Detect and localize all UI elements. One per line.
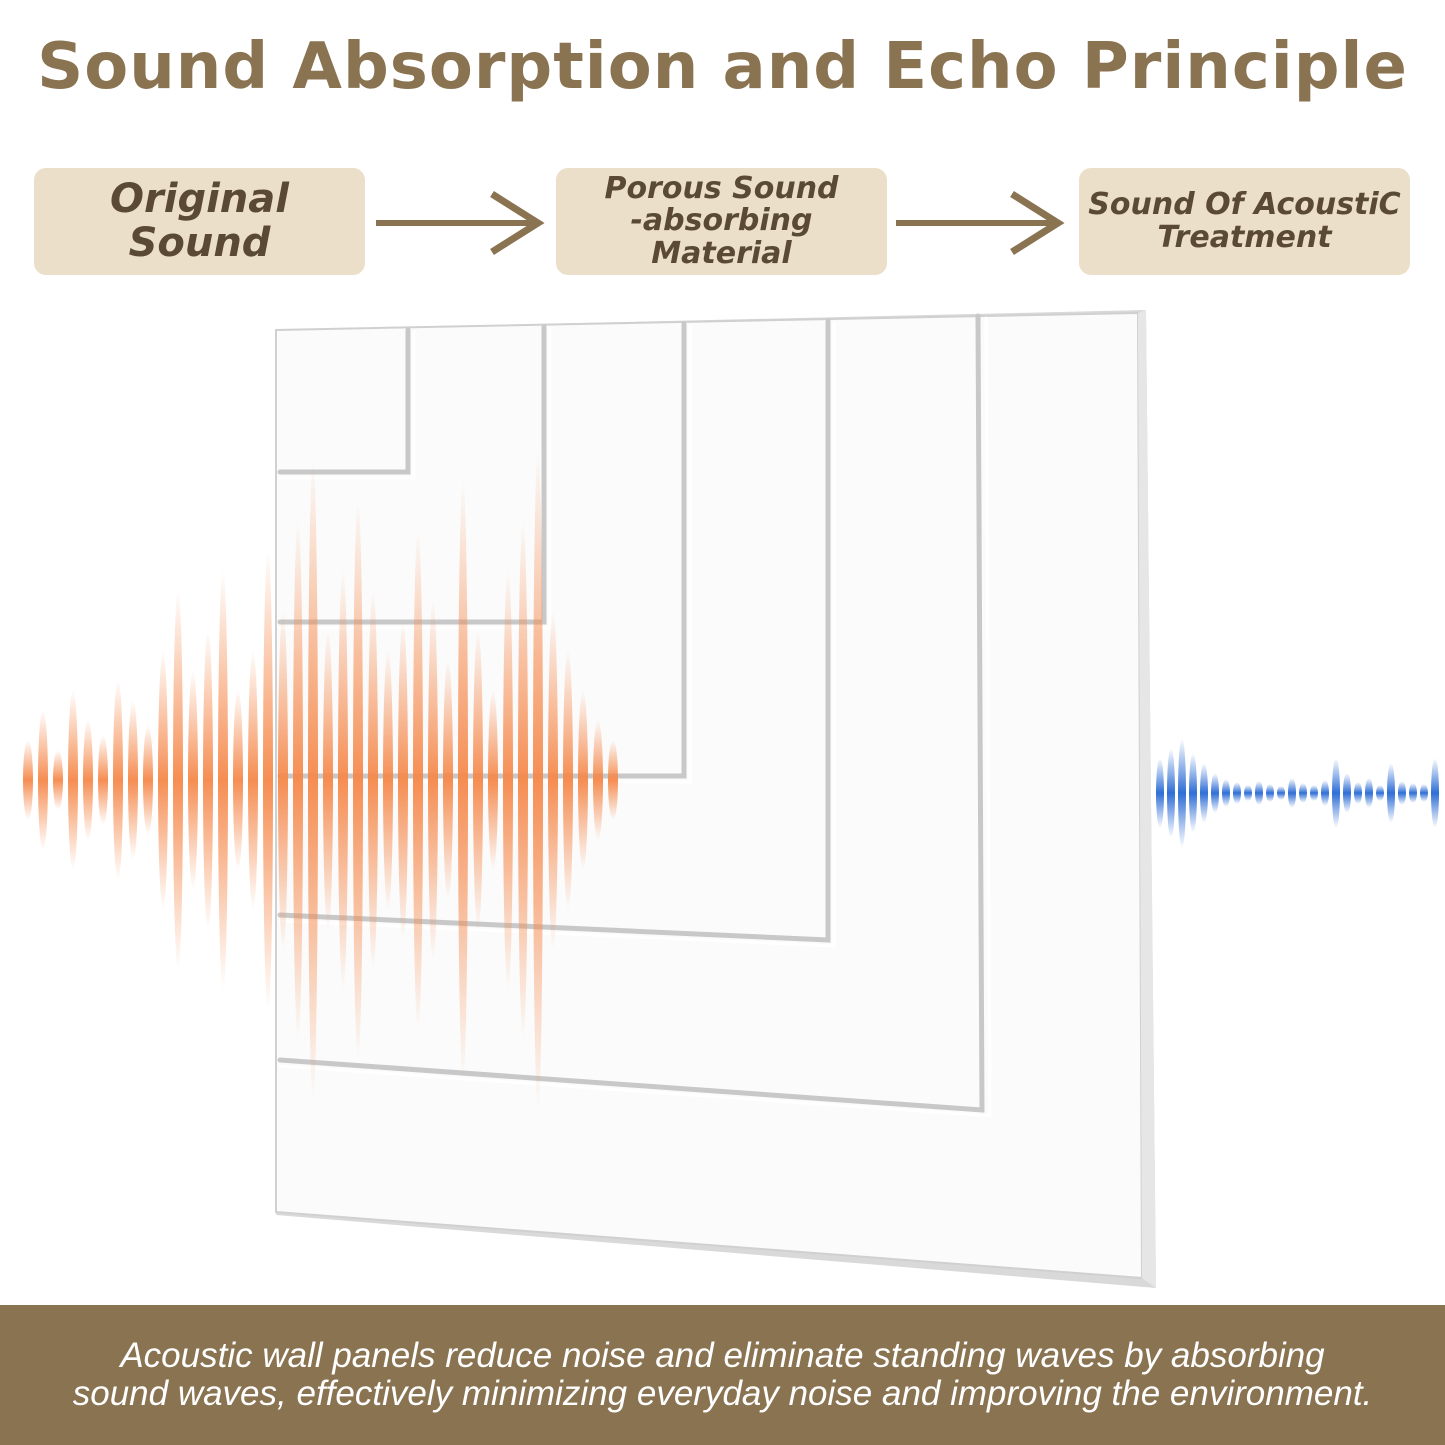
- step-porous-material: Porous Sound -absorbing Material: [556, 168, 887, 275]
- wave-bar: [413, 530, 423, 1030]
- wave-bar: [1266, 784, 1274, 802]
- wave-bar: [1299, 783, 1307, 803]
- arrow-right-icon: [896, 191, 1065, 255]
- page-title: Sound Absorption and Echo Principle: [37, 30, 1408, 104]
- wave-bar: [38, 710, 48, 850]
- wave-bar: [1200, 763, 1208, 823]
- wave-bar: [578, 690, 588, 870]
- wave-bar: [293, 520, 303, 1040]
- wave-bar: [68, 690, 78, 870]
- wave-bar: [1420, 784, 1428, 802]
- wave-bar: [1365, 778, 1373, 808]
- wave-bar: [1277, 786, 1285, 800]
- wave-bar: [473, 630, 483, 930]
- wave-bar: [428, 600, 438, 960]
- treated-sound-wave: [1156, 738, 1439, 848]
- wave-bar: [1211, 773, 1219, 813]
- wave-bar: [1178, 738, 1186, 848]
- wave-bar: [1431, 758, 1439, 828]
- wave-bar: [1156, 758, 1164, 828]
- arrow-right-icon: [376, 191, 545, 255]
- wave-bar: [593, 720, 603, 840]
- wave-bar: [1409, 783, 1417, 803]
- wave-bar: [53, 750, 63, 810]
- step-label: Original Sound: [110, 176, 289, 266]
- wave-bar: [113, 680, 123, 880]
- wave-bar: [83, 720, 93, 840]
- wave-bar: [398, 620, 408, 940]
- wave-bar: [1255, 781, 1263, 805]
- wave-bar: [518, 520, 528, 1040]
- wave-bar: [368, 590, 378, 970]
- wave-bar: [188, 670, 198, 890]
- acoustic-panel: [275, 310, 1156, 1288]
- wave-bar: [1233, 782, 1241, 804]
- wave-bar: [1288, 778, 1296, 808]
- wave-bar: [23, 740, 33, 820]
- wave-bar: [533, 450, 543, 1110]
- original-sound-wave: [23, 450, 618, 1110]
- wave-bar: [218, 570, 228, 990]
- wave-bar: [338, 570, 348, 990]
- wave-bar: [128, 700, 138, 860]
- wave-bar: [548, 610, 558, 950]
- wave-bar: [1343, 773, 1351, 813]
- wave-bar: [1332, 758, 1340, 828]
- wave-bar: [143, 725, 153, 835]
- step-label: Porous Sound -absorbing Material: [604, 170, 839, 271]
- wave-bar: [248, 650, 258, 910]
- wave-bar: [443, 660, 453, 900]
- wave-bar: [1398, 781, 1406, 805]
- wave-bar: [263, 550, 273, 1010]
- step-label: Sound Of AcoustiC Treatment: [1088, 187, 1401, 255]
- wave-bar: [1222, 779, 1230, 807]
- wave-bar: [488, 690, 498, 870]
- wave-bar: [1376, 785, 1384, 801]
- wave-bar: [458, 480, 468, 1080]
- wave-bar: [1189, 753, 1197, 833]
- wave-bar: [173, 590, 183, 970]
- wave-bar: [323, 630, 333, 930]
- wave-bar: [278, 610, 288, 950]
- wave-bar: [98, 735, 108, 825]
- wave-bar: [1167, 748, 1175, 838]
- wave-bar: [233, 690, 243, 870]
- wave-bar: [1387, 763, 1395, 823]
- wave-bar: [503, 570, 513, 990]
- wave-bar: [158, 650, 168, 910]
- footer-banner: Acoustic wall panels reduce noise and el…: [0, 1305, 1445, 1445]
- wave-bar: [353, 500, 363, 1060]
- wave-bar: [383, 650, 393, 910]
- wave-bar: [563, 650, 573, 910]
- wave-bar: [1310, 785, 1318, 801]
- acoustic-panel-illustration: [23, 310, 1439, 1288]
- wave-bar: [1354, 782, 1362, 804]
- step-original-sound: Original Sound: [34, 168, 365, 275]
- step-acoustic-treatment: Sound Of AcoustiC Treatment: [1079, 168, 1410, 275]
- wave-bar: [1321, 780, 1329, 806]
- footer-text: Acoustic wall panels reduce noise and el…: [72, 1335, 1373, 1413]
- wave-bar: [308, 460, 318, 1100]
- wave-bar: [1244, 785, 1252, 801]
- wave-bar: [203, 630, 213, 930]
- wave-bar: [608, 740, 618, 820]
